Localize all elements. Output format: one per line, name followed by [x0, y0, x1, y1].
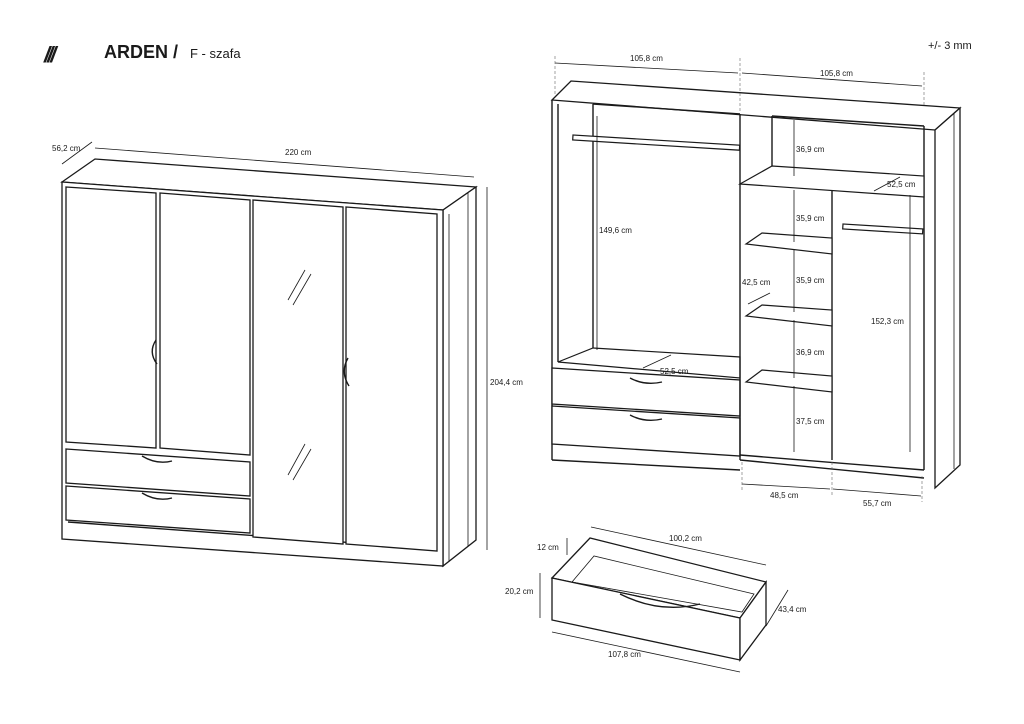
dim-shelf-depth: 42,5 cm: [742, 278, 771, 287]
dim-shelf-1: 36,9 cm: [796, 145, 825, 154]
dim-drawer-outer-width: 107,8 cm: [608, 650, 641, 659]
dim-hanging-column-width: 55,7 cm: [863, 499, 892, 508]
tolerance-note: +/- 3 mm: [928, 40, 972, 52]
dim-shelf-2: 35,9 cm: [796, 214, 825, 223]
dim-shelf-3: 35,9 cm: [796, 276, 825, 285]
front-view-wardrobe: [60, 141, 488, 568]
product-name: ARDEN /: [104, 42, 179, 62]
front-side-panel: [442, 185, 477, 568]
header: /// ARDEN / F - szafa +/- 3 mm: [0, 0, 1024, 80]
door-handle-icon: [343, 357, 350, 387]
interior-side-panel: [934, 106, 961, 490]
interior-view-wardrobe: [550, 56, 962, 502]
door-1: [65, 186, 157, 449]
dim-drawer-outer-height: 20,2 cm: [505, 587, 534, 596]
dim-shelf-5: 37,5 cm: [796, 417, 825, 426]
drawer-2: [65, 485, 251, 534]
dim-left-depth: 52,5 cm: [660, 367, 689, 376]
dim-right-section-width: 105,8 cm: [820, 69, 853, 78]
door-4: [345, 206, 438, 552]
drawer-1: [65, 448, 251, 497]
product-subtitle: F - szafa: [190, 46, 241, 61]
door-3-mirror: [252, 199, 344, 545]
drawer-handle-icon: [141, 492, 173, 500]
dim-left-hanging-height: 149,6 cm: [599, 226, 632, 235]
door-2: [159, 192, 251, 456]
dim-front-width: 220 cm: [285, 148, 312, 157]
dimension-labels: 56,2 cm 220 cm 204,4 cm 105,8 cm 105,8 c…: [52, 54, 916, 659]
dim-left-section-width: 105,8 cm: [630, 54, 663, 63]
drawer-side: [739, 579, 767, 662]
dim-drawer-inner-height: 12 cm: [537, 543, 559, 552]
dim-front-height: 204,4 cm: [490, 378, 523, 387]
dim-shelf-4: 36,9 cm: [796, 348, 825, 357]
dim-front-depth: 56,2 cm: [52, 144, 81, 153]
dim-drawer-depth: 43,4 cm: [778, 605, 807, 614]
drawer-handle-icon: [141, 455, 173, 463]
dim-right-depth: 52,5 cm: [887, 180, 916, 189]
dim-shelf-column-width: 48,5 cm: [770, 491, 799, 500]
door-handle-icon: [151, 339, 158, 365]
dim-right-hanging-height: 152,3 cm: [871, 317, 904, 326]
dim-drawer-inner-width: 100,2 cm: [669, 534, 702, 543]
drawer-detail: [539, 526, 789, 673]
